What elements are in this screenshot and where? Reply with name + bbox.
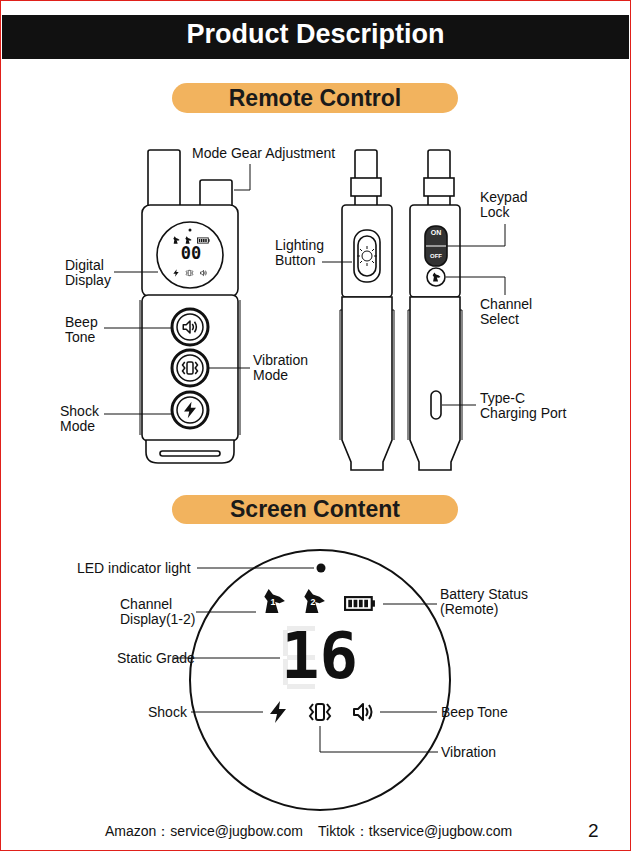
channel-number: 2 [308,598,318,608]
callout: Shock [148,705,187,720]
callout: Vibration [441,745,496,760]
callout: Mode Gear Adjustment [192,146,335,161]
callout: Channel Display(1-2) [120,597,210,628]
callout: Type-C Charging Port [480,391,580,422]
callout: Beep Tone [441,705,508,720]
footer-contact: Tiktok：tkservice@jugbow.com [318,824,512,839]
display-digits: 00 [176,244,206,263]
channel-number: 1 [268,598,278,608]
section-pill: Remote Control [172,83,458,113]
callout: Battery Status (Remote) [440,587,552,618]
section-heading: Remote Control [229,85,402,112]
callout: LED indicator light [77,561,191,576]
switch-label: OFF [426,253,446,260]
callout: Vibration Mode [253,353,328,384]
section-pill: Screen Content [172,495,458,524]
callout: Static Grade [117,651,195,666]
switch-label: ON [426,229,446,237]
callout: Digital Display [65,258,135,289]
footer-contact: Amazon：service@jugbow.com [105,824,303,839]
page-title: Product Description [0,20,631,50]
callout: Beep Tone [65,315,110,346]
static-grade-digits: 16 [281,624,358,688]
callout: Lighting Button [275,238,343,269]
callout: Channel Select [480,297,542,328]
page-number: 2 [588,821,599,842]
callout: Shock Mode [60,404,110,435]
section-heading: Screen Content [230,496,400,523]
callout: Keypad Lock [480,190,540,221]
